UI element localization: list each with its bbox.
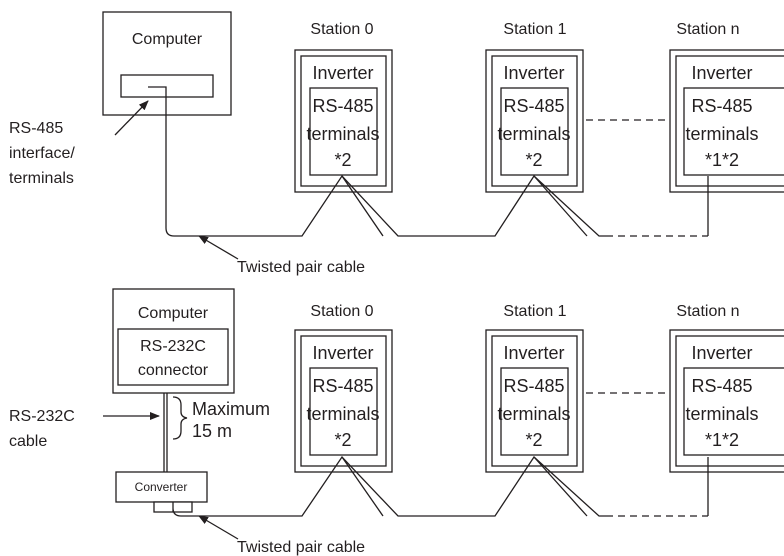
svg-text:RS-485: RS-485	[691, 96, 752, 116]
twisted-pair-cable-label: Twisted pair cable	[237, 259, 365, 276]
rs485-interface-port	[120, 74, 214, 98]
svg-text:RS-232C: RS-232C	[9, 408, 75, 425]
inverter-label: Inverter	[691, 343, 752, 363]
cable-pointer-arrow	[198, 515, 239, 540]
svg-text:Maximum: Maximum	[192, 399, 270, 419]
svg-text:*2: *2	[525, 150, 542, 170]
computer-2: Computer RS-232C connector	[112, 288, 235, 394]
station-0-2: Station 0 Inverter RS-485 terminals *2	[294, 303, 393, 473]
rs485-terminal-block	[309, 367, 378, 456]
svg-text:*2: *2	[334, 150, 351, 170]
rs485-terminal-block	[500, 87, 569, 176]
rs485-terminal-block	[500, 367, 569, 456]
inverter-label: Inverter	[503, 343, 564, 363]
svg-text:cable: cable	[9, 433, 47, 450]
station-label: Station n	[676, 303, 739, 320]
length-brace	[172, 396, 188, 440]
svg-text:terminals: terminals	[685, 404, 758, 424]
svg-text:connector: connector	[138, 362, 209, 379]
rs485-terminal-block	[309, 87, 378, 176]
svg-text:*1*2: *1*2	[705, 430, 739, 450]
twisted-pair-cable-2	[172, 455, 709, 517]
computer-label: Computer	[132, 31, 203, 48]
svg-text:RS-485: RS-485	[691, 376, 752, 396]
inverter-label: Inverter	[691, 63, 752, 83]
station-label: Station 1	[503, 21, 566, 38]
rs485-terminal-block	[683, 87, 784, 176]
svg-text:terminals: terminals	[685, 124, 758, 144]
svg-text:RS-232C: RS-232C	[140, 338, 206, 355]
station-0-1: Station 0 Inverter RS-485 terminals *2	[294, 21, 393, 193]
svg-text:terminals: terminals	[306, 124, 379, 144]
svg-text:RS-485: RS-485	[503, 376, 564, 396]
svg-text:interface/: interface/	[9, 145, 75, 162]
interface-pointer-arrow	[114, 100, 149, 136]
svg-text:terminals: terminals	[9, 170, 74, 187]
inverter-label: Inverter	[312, 343, 373, 363]
svg-text:15 m: 15 m	[192, 421, 232, 441]
station-label: Station 0	[310, 303, 373, 320]
converter: Converter	[115, 471, 208, 513]
twisted-pair-cable-1	[148, 86, 709, 237]
twisted-pair-cable-label: Twisted pair cable	[237, 539, 365, 556]
rs232c-connector	[117, 328, 229, 386]
station-label: Station 0	[310, 21, 373, 38]
station-label: Station 1	[503, 303, 566, 320]
svg-text:RS-485: RS-485	[9, 120, 63, 137]
cable-pointer-arrow	[198, 235, 239, 260]
rs485-terminal-block	[683, 367, 784, 456]
inverter-label: Inverter	[312, 63, 373, 83]
svg-text:*2: *2	[525, 430, 542, 450]
svg-text:RS-485: RS-485	[503, 96, 564, 116]
computer-label: Computer	[138, 305, 209, 322]
station-label: Station n	[676, 21, 739, 38]
station-1-2: Station 1 Inverter RS-485 terminals *2	[485, 303, 584, 473]
svg-text:terminals: terminals	[497, 404, 570, 424]
rs485-connection-diagram: Computer RS-485 interface/ terminals Sta…	[9, 11, 784, 276]
converter-label: Converter	[135, 480, 188, 494]
svg-text:*2: *2	[334, 430, 351, 450]
station-n-1: Station n Inverter RS-485 terminals *1*2	[669, 21, 784, 193]
svg-text:*1*2: *1*2	[705, 150, 739, 170]
svg-text:terminals: terminals	[306, 404, 379, 424]
station-1-1: Station 1 Inverter RS-485 terminals *2	[485, 21, 584, 193]
inverter-label: Inverter	[503, 63, 564, 83]
rs232c-connection-diagram: Computer RS-232C connector Maximum 15 m …	[9, 288, 784, 556]
svg-text:terminals: terminals	[497, 124, 570, 144]
rs485-interface-label: RS-485 interface/ terminals	[9, 100, 149, 187]
svg-text:RS-485: RS-485	[312, 96, 373, 116]
computer-1: Computer	[102, 11, 232, 116]
svg-text:RS-485: RS-485	[312, 376, 373, 396]
station-n-2: Station n Inverter RS-485 terminals *1*2	[669, 303, 784, 473]
